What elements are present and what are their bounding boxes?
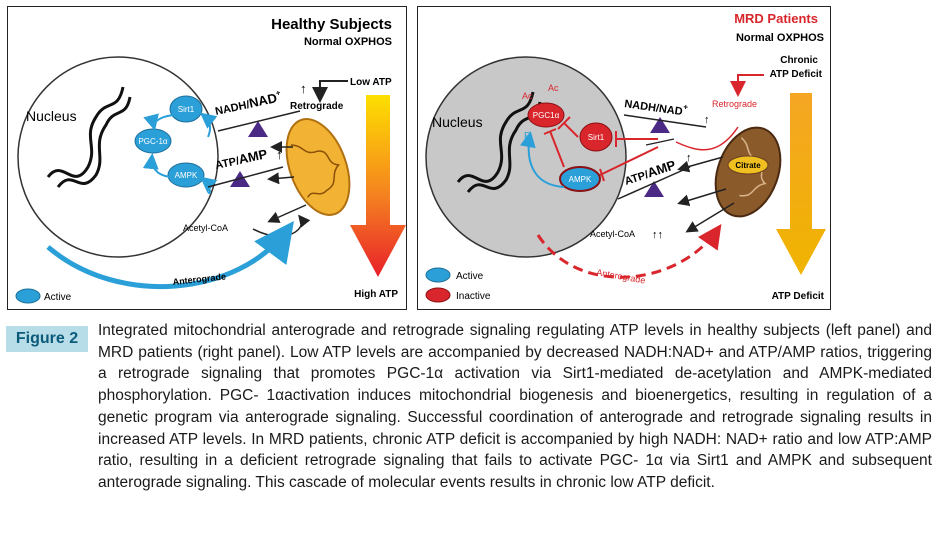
left-subtitle: Normal OXPHOS [304, 36, 392, 48]
atp-up-arrow: ↑ [276, 147, 283, 162]
nucleus-circle [425, 56, 627, 258]
ampk-node: AMPK [167, 162, 205, 188]
mrd-diagram: Nucleus Ac Ac PGC1α P Sirt1 AMPK [425, 11, 826, 303]
nadh-nad-ratio: NADH/NAD+ [624, 94, 689, 119]
svg-text:Sirt1: Sirt1 [178, 105, 195, 114]
atp-deficit-top-label: ATP Deficit [770, 69, 823, 80]
ampk-node: AMPK [559, 166, 601, 192]
legend-active-swatch [425, 267, 451, 283]
svg-text:Citrate: Citrate [735, 161, 761, 170]
nucleus-circle [17, 56, 219, 258]
mitochondrion-icon: Citrate [714, 126, 782, 218]
acetyl-coa-arrows: ↑↑ [652, 229, 663, 241]
dna-icon [46, 86, 132, 188]
svg-text:AMPK: AMPK [569, 175, 592, 184]
nadh-nad-ratio: NADH/NAD+ [213, 88, 283, 118]
atp-up-arrow: ↑ [686, 152, 692, 164]
retrograde-label: Retrograde [712, 99, 757, 109]
low-atp-label: Low ATP [350, 77, 392, 88]
atp-amp-ratio: ATP/AMP [622, 157, 677, 188]
mrd-patients-panel: Nucleus Ac Ac PGC1α P Sirt1 AMPK [417, 6, 831, 310]
sirt1-node: Sirt1 [169, 95, 203, 123]
figure-label: Figure 2 [6, 326, 88, 352]
acetyl-coa-label: Acetyl-CoA [183, 223, 228, 233]
nucleus-label: Nucleus [432, 114, 483, 130]
nad-triangle [248, 121, 268, 137]
ac-label-2: Ac [548, 83, 559, 93]
nad-triangle [650, 117, 670, 133]
atp-level-arrow [350, 95, 406, 277]
atp-deficit-bottom-label: ATP Deficit [772, 291, 825, 302]
sirt1-node: Sirt1 [579, 122, 613, 152]
chronic-label: Chronic [780, 55, 818, 66]
left-title: Healthy Subjects [271, 16, 392, 33]
svg-text:PGC1α: PGC1α [533, 111, 560, 120]
figure-caption: Integrated mitochondrial anterograde and… [98, 322, 932, 491]
ac-label-1: Ac [522, 91, 533, 101]
svg-text:PGC-1α: PGC-1α [138, 137, 167, 146]
legend-inactive-swatch [425, 287, 451, 303]
svg-text:AMPK: AMPK [175, 171, 198, 180]
anterograde-label: Anterograde [596, 267, 647, 285]
legend-active-label: Active [456, 271, 484, 282]
healthy-diagram: Nucleus Sirt1 PGC-1α AMPK NADH/NAD+ ↑ [15, 16, 406, 304]
nad-up-arrow: ↑ [300, 81, 307, 96]
nucleus-label: Nucleus [26, 108, 77, 124]
legend-inactive-label: Inactive [456, 291, 491, 302]
legend-active-label: Active [44, 292, 72, 303]
right-subtitle: Normal OXPHOS [736, 32, 824, 44]
legend-active-swatch [15, 288, 41, 304]
mitochondrion-icon [285, 118, 351, 216]
nad-up-arrow: ↑ [704, 114, 710, 126]
svg-text:Sirt1: Sirt1 [588, 133, 605, 142]
high-atp-label: High ATP [354, 289, 398, 300]
pgc1a-node: PGC1α [527, 102, 565, 128]
healthy-subjects-panel: Nucleus Sirt1 PGC-1α AMPK NADH/NAD+ ↑ [7, 6, 407, 310]
acetyl-coa-label: Acetyl-CoA [590, 229, 635, 239]
retrograde-label: Retrograde [290, 101, 344, 112]
atp-amp-ratio: ATP/AMP [214, 146, 269, 172]
atp-triangle [644, 181, 664, 197]
right-title: MRD Patients [734, 11, 818, 26]
pgc1a-node: PGC-1α [134, 128, 172, 154]
atp-deficit-arrow [776, 93, 826, 275]
